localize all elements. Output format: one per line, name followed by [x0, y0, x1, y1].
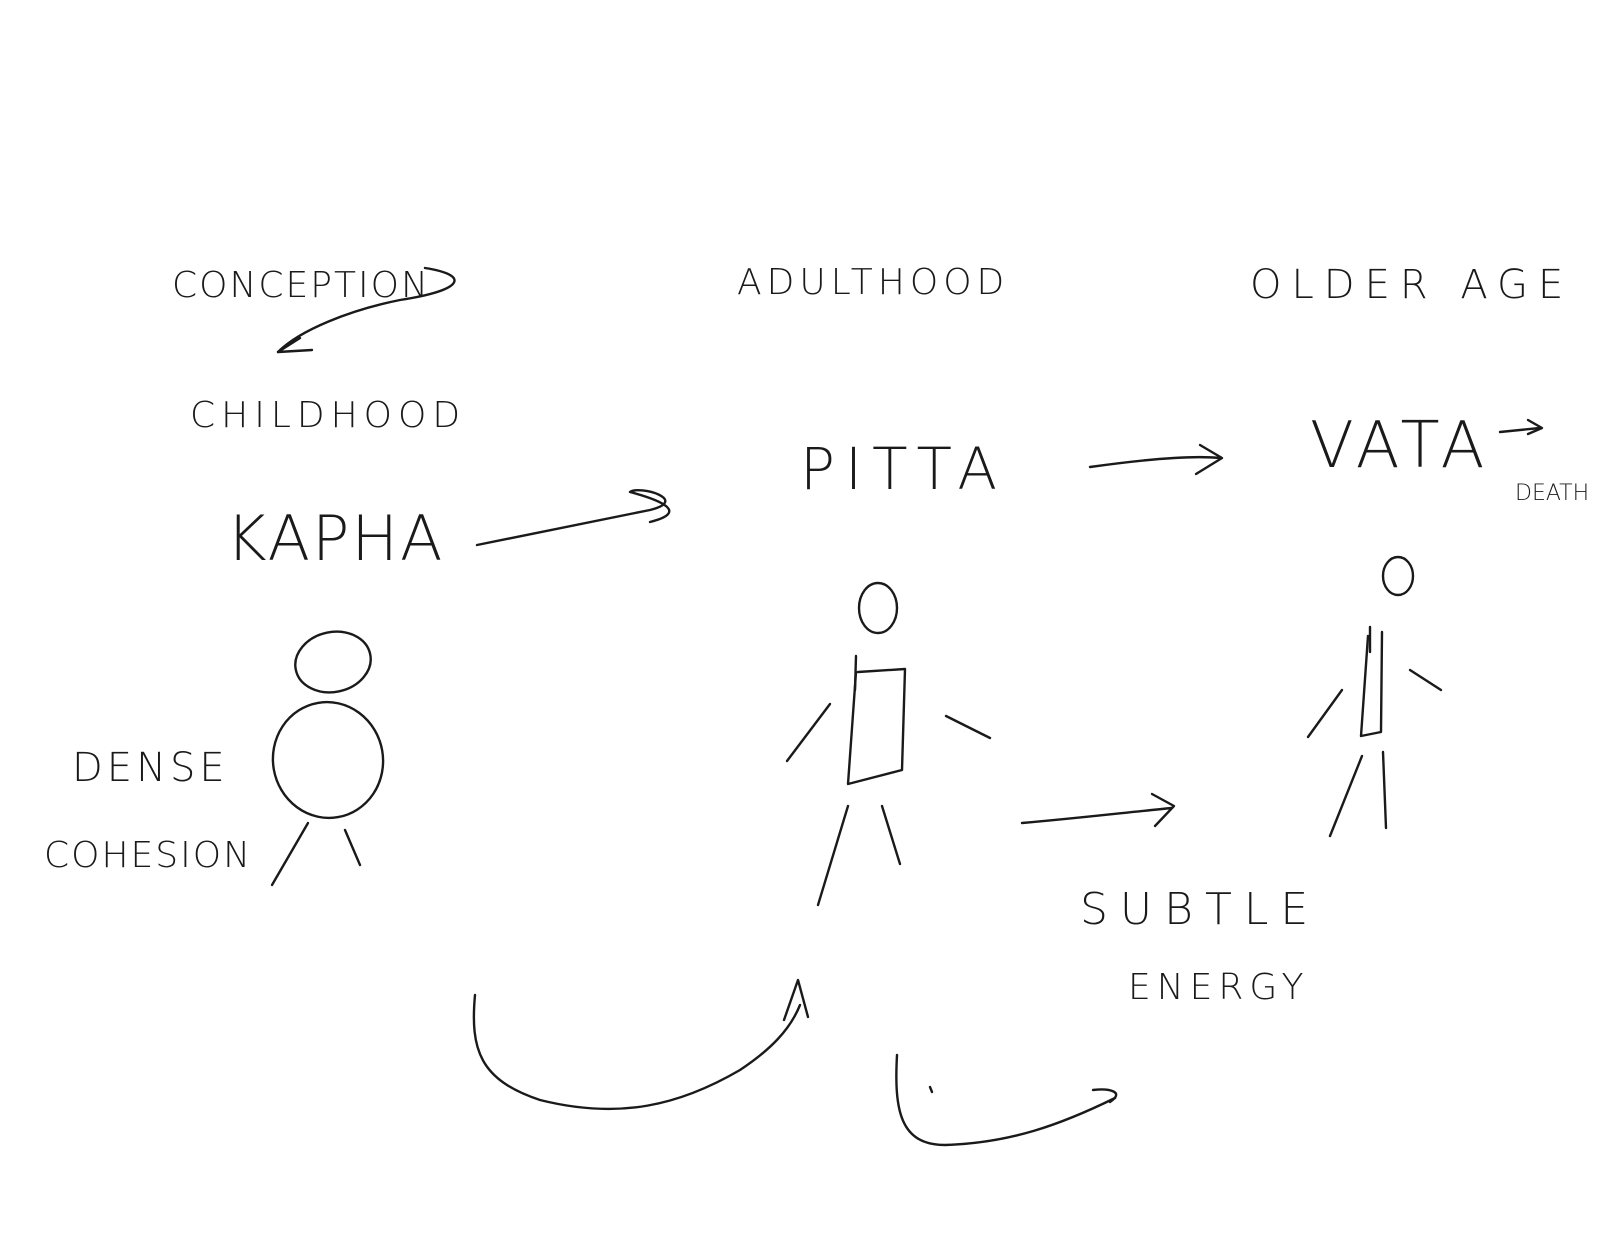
kapha-figure	[270, 630, 385, 887]
pitta-figure	[785, 581, 992, 907]
dosha-label-pitta: PITTA	[800, 435, 1008, 503]
conception-to-childhood-arrow	[276, 266, 456, 354]
dosha-label-vata: VATA	[1310, 409, 1491, 483]
vata-to-death-arrow	[1498, 418, 1544, 436]
bottom-pitta-to-vata-arrow	[895, 1053, 1118, 1147]
stage-label-childhood: CHILDHOOD	[190, 395, 467, 436]
kapha-to-pitta-arrow	[475, 489, 671, 547]
label-death: DEATH	[1515, 481, 1590, 506]
label-energy: ENERGY	[1128, 967, 1310, 1008]
label-cohesion: COHESION	[44, 835, 253, 876]
to-subtle-energy-arrow	[1020, 792, 1176, 828]
stage-label-adulthood: ADULTHOOD	[737, 262, 1010, 303]
label-subtle: SUBTLE	[1080, 884, 1321, 935]
bottom-kapha-to-pitta-arrow	[472, 978, 810, 1111]
stage-label-older-age: OLDER AGE	[1250, 262, 1574, 308]
label-dense: DENSE	[72, 745, 229, 791]
stage-label-conception: CONCEPTION	[172, 265, 430, 306]
vata-figure	[1306, 555, 1443, 838]
pitta-to-vata-arrow	[1088, 443, 1224, 476]
dosha-label-kapha: KAPHA	[226, 502, 445, 575]
